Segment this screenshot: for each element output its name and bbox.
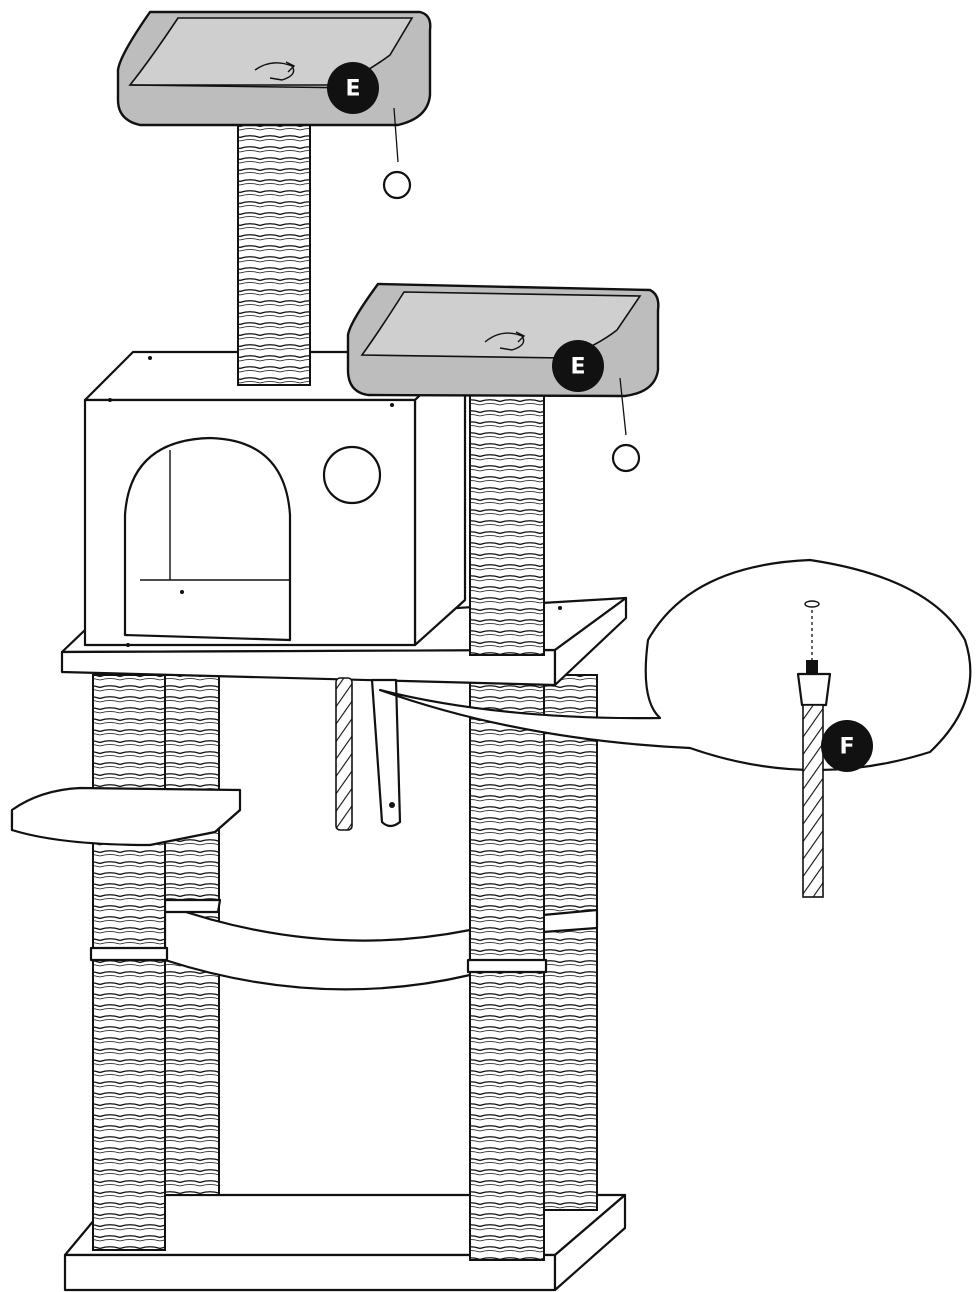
label-badge-e-middle: E bbox=[552, 340, 604, 392]
rope-detail-callout bbox=[378, 558, 972, 898]
hanging-strap bbox=[370, 678, 402, 828]
label-e-top: E bbox=[345, 77, 360, 102]
label-e-middle: E bbox=[570, 355, 585, 380]
rotate-arrow-icon bbox=[254, 61, 296, 81]
top-post bbox=[237, 119, 311, 386]
middle-post-right bbox=[469, 389, 545, 656]
cat-house bbox=[83, 350, 562, 647]
label-badge-e-top: E bbox=[327, 62, 379, 114]
front-post-left-lower bbox=[89, 839, 169, 1251]
dangling-toy-ball bbox=[611, 443, 641, 473]
front-post-left-upper bbox=[92, 674, 166, 801]
dangling-toy-ball bbox=[382, 170, 412, 200]
label-f: F bbox=[839, 735, 854, 760]
front-post-right-lower bbox=[466, 679, 548, 1261]
hanging-rope bbox=[335, 677, 353, 831]
label-badge-f: F bbox=[821, 720, 873, 772]
step-platform bbox=[10, 786, 242, 847]
rotate-arrow-icon bbox=[484, 331, 526, 351]
back-post-right bbox=[542, 674, 598, 1211]
